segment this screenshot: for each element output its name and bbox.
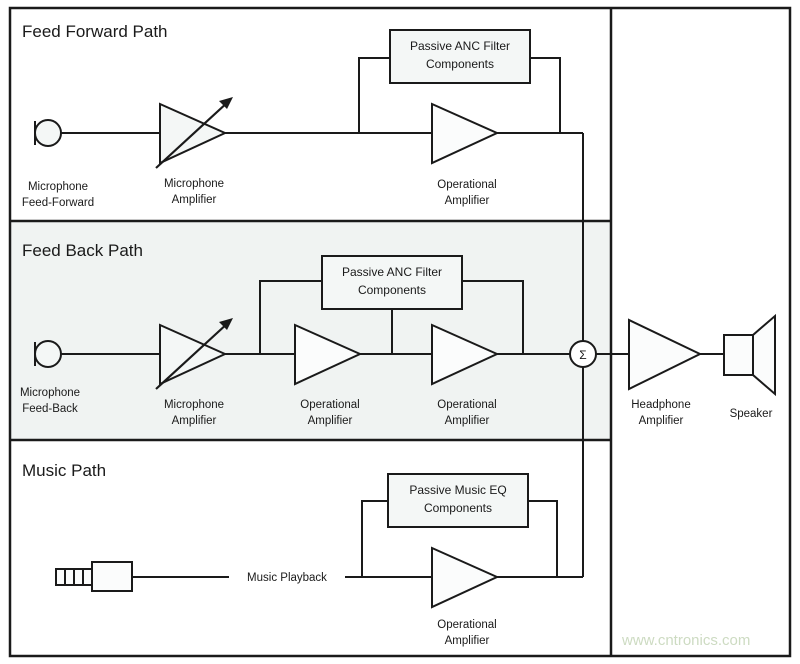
- operational-amplifier-ff[interactable]: [431, 102, 500, 165]
- jack-body-icon: [91, 561, 133, 592]
- passive-music-eq-label-line2: Components: [424, 501, 492, 515]
- microphone-circle-icon: [34, 340, 62, 368]
- passive-music-eq-box[interactable]: [387, 473, 529, 528]
- summing-junction-symbol: Σ: [579, 348, 586, 362]
- wire-filter-left-drop-ff: [358, 57, 390, 133]
- microphone-feed-forward-label-line2: Feed-Forward: [22, 197, 94, 209]
- speaker[interactable]: [723, 313, 776, 397]
- feed-back-panel-background: [11, 221, 611, 440]
- passive-anc-filter-fb-label-line1: Passive ANC Filter: [342, 265, 442, 279]
- operational-amplifier-ff-label-line1: Operational: [437, 179, 496, 191]
- microphone-circle-icon: [34, 119, 62, 147]
- panel-title-feed-forward: Feed Forward Path: [22, 22, 168, 41]
- site-watermark: www.cntronics.com: [621, 632, 750, 649]
- speaker-cone-icon: [752, 313, 776, 397]
- passive-music-eq-label-line1: Passive Music EQ: [409, 483, 506, 497]
- jack-segment-4-icon: [82, 568, 93, 586]
- wire-eq-left-drop-music: [361, 500, 388, 577]
- operational-amplifier-music-label-line2: Amplifier: [445, 635, 490, 647]
- wire-filter-right-drop-fb: [462, 280, 524, 354]
- speaker-label: Speaker: [730, 408, 773, 420]
- summing-junction[interactable]: Σ: [569, 340, 597, 368]
- jack-segment-3-icon: [73, 568, 84, 586]
- operational-amplifier-fb-1[interactable]: [294, 323, 363, 386]
- panel-title-feed-back: Feed Back Path: [22, 241, 143, 260]
- headphone-amplifier[interactable]: [628, 318, 703, 391]
- variable-gain-arrowhead-icon: [219, 318, 233, 330]
- passive-anc-filter-box-ff[interactable]: [389, 29, 531, 84]
- variable-gain-arrow-icon: [155, 100, 230, 169]
- speaker-body-icon: [723, 334, 754, 376]
- microphone-feed-back[interactable]: [34, 340, 62, 368]
- microphone-amplifier-ff-label-line1: Microphone: [164, 178, 224, 190]
- wire-eq-right-drop-music: [528, 500, 558, 577]
- music-playback-label: Music Playback: [247, 572, 327, 584]
- headphone-amplifier-label-line1: Headphone: [631, 399, 690, 411]
- passive-anc-filter-box-fb[interactable]: [321, 255, 463, 310]
- passive-anc-filter-ff-label-line2: Components: [426, 57, 494, 71]
- microphone-feed-back-label-line2: Feed-Back: [22, 403, 78, 415]
- jack-segment-1-icon: [55, 568, 66, 586]
- wire-filter-left-drop-fb: [259, 280, 322, 354]
- microphone-amplifier-ff-label-line2: Amplifier: [172, 194, 217, 206]
- passive-anc-filter-ff-label-line1: Passive ANC Filter: [410, 39, 510, 53]
- operational-amplifier-fb2-label-line1: Operational: [437, 399, 496, 411]
- variable-gain-arrowhead-icon: [219, 97, 233, 109]
- operational-amplifier-music-label-line1: Operational: [437, 619, 496, 631]
- diagram-outer-frame: [8, 6, 792, 658]
- microphone-feed-forward-label-line1: Microphone: [28, 181, 88, 193]
- operational-amplifier-fb-2[interactable]: [431, 323, 500, 386]
- microphone-feed-back-label-line1: Microphone: [20, 387, 80, 399]
- wire-filter-right-drop-ff: [530, 57, 561, 133]
- operational-amplifier-fb2-label-line2: Amplifier: [445, 415, 490, 427]
- passive-anc-filter-fb-label-line2: Components: [358, 283, 426, 297]
- headphone-amplifier-label-line2: Amplifier: [639, 415, 684, 427]
- microphone-amplifier-feed-back[interactable]: [155, 318, 233, 390]
- operational-amplifier-music[interactable]: [431, 546, 500, 609]
- panel-title-music: Music Path: [22, 461, 106, 480]
- microphone-feed-forward[interactable]: [34, 119, 62, 147]
- operational-amplifier-fb1-label-line1: Operational: [300, 399, 359, 411]
- audio-jack-connector[interactable]: [55, 561, 133, 592]
- microphone-amplifier-fb-label-line1: Microphone: [164, 399, 224, 411]
- microphone-amplifier-fb-label-line2: Amplifier: [172, 415, 217, 427]
- variable-gain-arrow-icon: [155, 321, 230, 390]
- operational-amplifier-ff-label-line2: Amplifier: [445, 195, 490, 207]
- operational-amplifier-fb1-label-line2: Amplifier: [308, 415, 353, 427]
- jack-segment-2-icon: [64, 568, 75, 586]
- microphone-amplifier-feed-forward[interactable]: [155, 97, 233, 169]
